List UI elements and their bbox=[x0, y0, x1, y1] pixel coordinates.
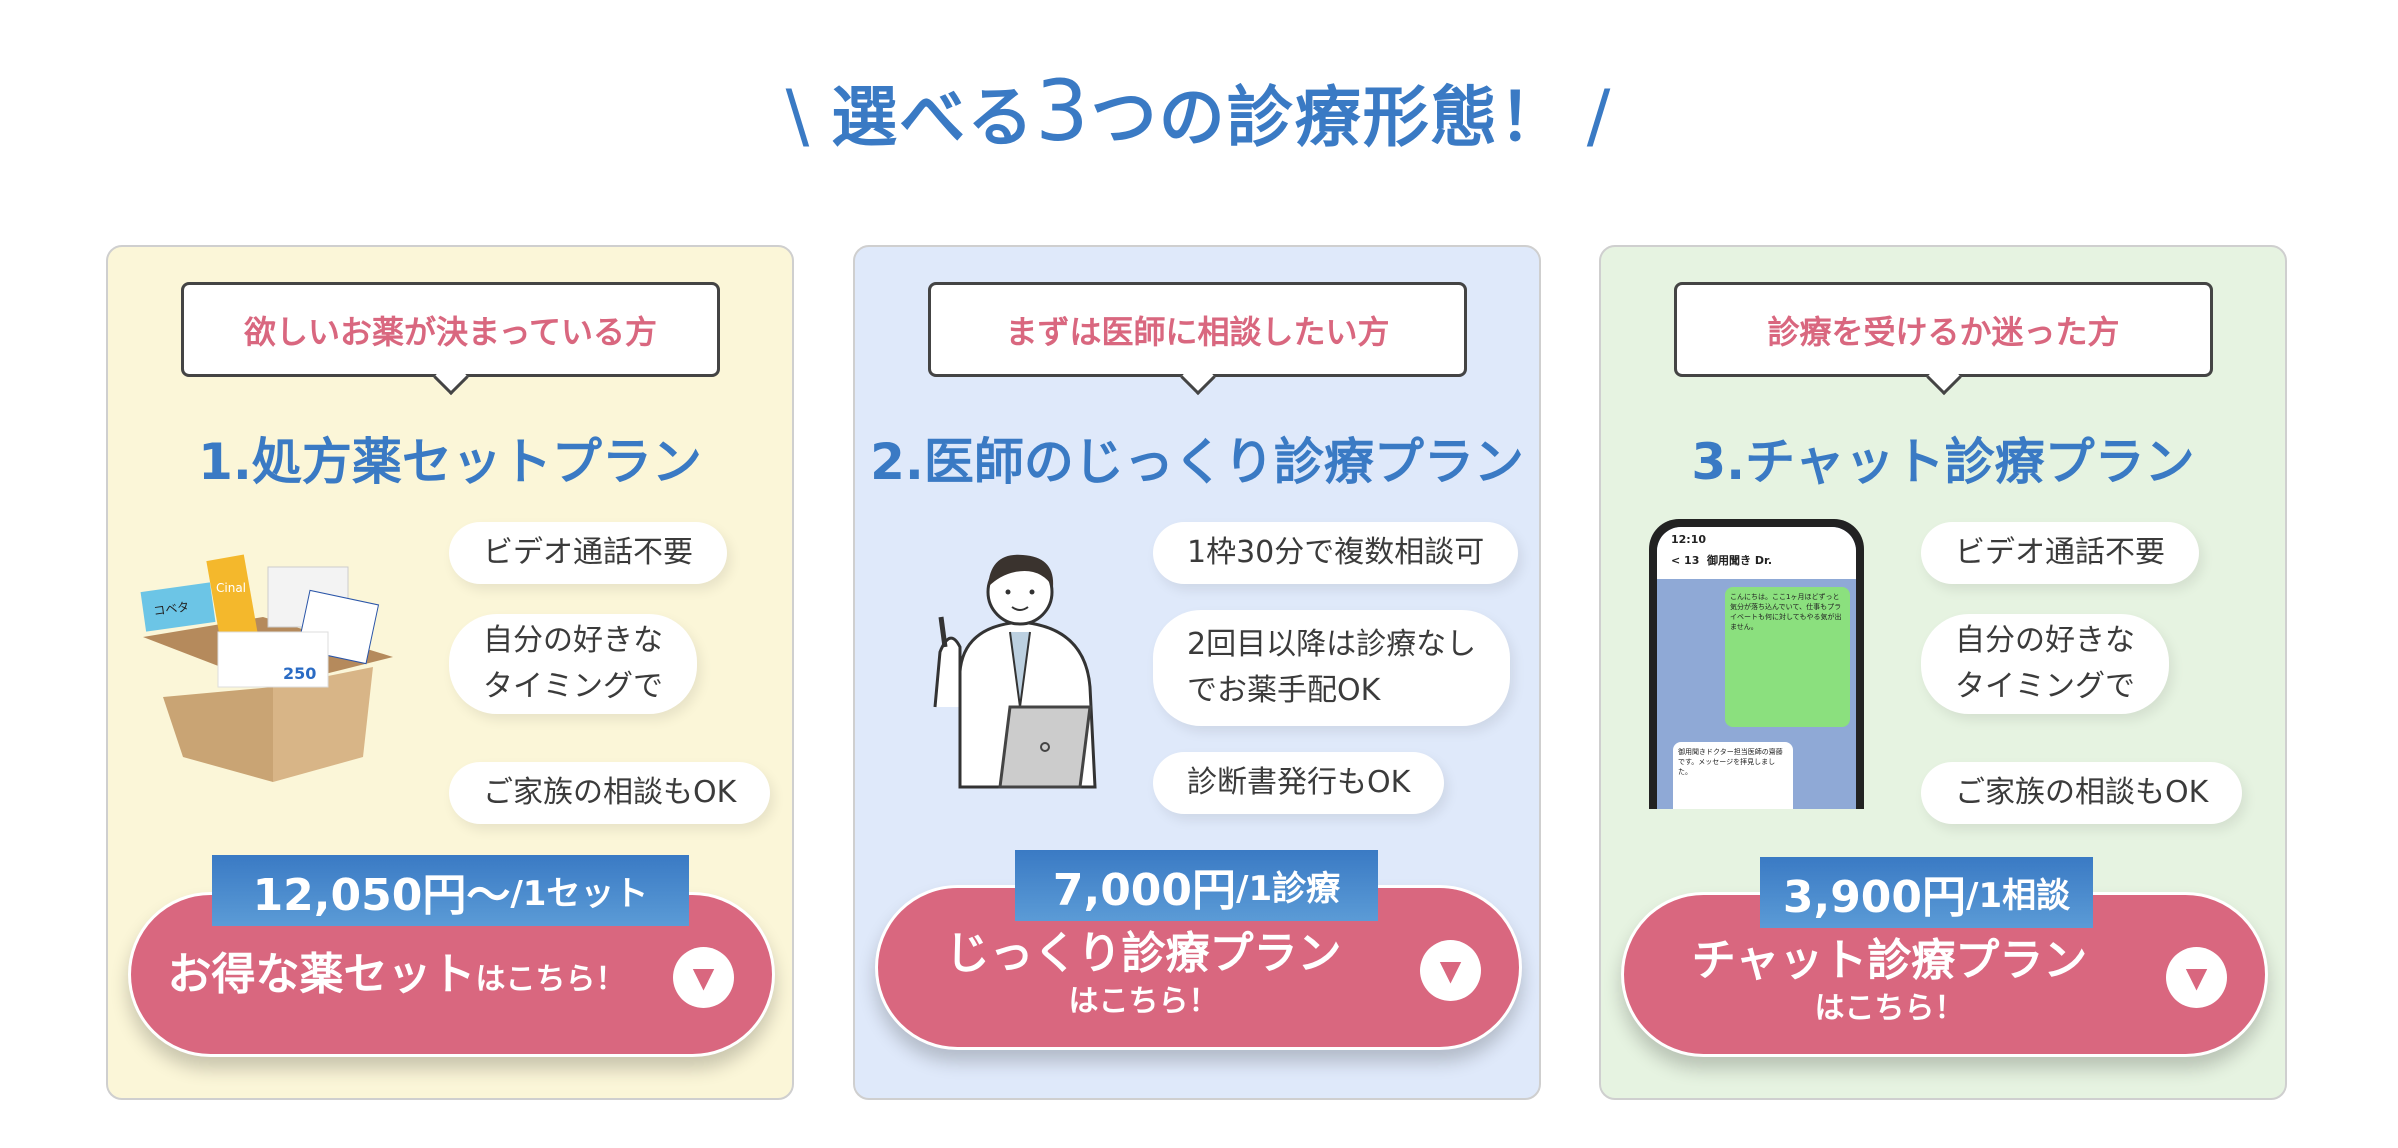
page-title: \選べる3つの診療形態！/ bbox=[0, 62, 2398, 160]
plan-card-doctor-consultation: まずは医師に相談したい方 2.医師のじっくり診療プラン 1枠30分で複数相談可 … bbox=[853, 245, 1541, 1100]
feature-pill: 診断書発行もOK bbox=[1153, 752, 1445, 814]
price-unit: /1セット bbox=[510, 874, 649, 914]
back-icon: < 13 bbox=[1671, 554, 1700, 567]
box-label: 250 bbox=[283, 664, 316, 683]
phone-time: 12:10 bbox=[1671, 533, 1707, 546]
slash-decoration: \ bbox=[785, 75, 812, 157]
target-speech-bubble: 診療を受けるか迷った方 bbox=[1674, 282, 2213, 377]
plan-title: 3.チャット診療プラン bbox=[1691, 433, 2195, 491]
target-speech-bubble: 欲しいお薬が決まっている方 bbox=[181, 282, 720, 377]
title-number: 3 bbox=[1035, 62, 1091, 160]
user-message: こんにちは。ここ1ヶ月ほどずっと気分が落ち込んでいて、仕事もプライベートも何に対… bbox=[1725, 587, 1850, 727]
price-label: 7,000円/1診療 bbox=[1015, 850, 1378, 921]
chat-contact-name: 御用聞き Dr. bbox=[1707, 554, 1773, 567]
price-label: 3,900円/1相談 bbox=[1760, 857, 2093, 928]
plan-title: 1.処方薬セットプラン bbox=[198, 433, 702, 491]
doctor-illustration bbox=[933, 554, 1097, 789]
slash-decoration: / bbox=[1586, 75, 1613, 157]
box-label: コベタ bbox=[152, 600, 190, 619]
price-value: 7,000円 bbox=[1052, 864, 1237, 916]
feature-pill: ご家族の相談もOK bbox=[449, 762, 771, 824]
plan-title: 2.医師のじっくり診療プラン bbox=[870, 433, 1524, 491]
feature-pill: 自分の好きな タイミングで bbox=[449, 614, 697, 714]
triangle-down-icon: ▼ bbox=[1420, 940, 1481, 1001]
box-label: Cinal bbox=[216, 581, 246, 595]
plan-card-prescription-set: 欲しいお薬が決まっている方 1.処方薬セットプラン コベタ Cinal 250 … bbox=[106, 245, 794, 1100]
target-speech-bubble: まずは医師に相談したい方 bbox=[928, 282, 1467, 377]
triangle-down-icon: ▼ bbox=[673, 947, 734, 1008]
cta-sub-label: はこちら！ bbox=[1068, 984, 1219, 1019]
plan-card-chat: 診療を受けるか迷った方 3.チャット診療プラン 12:10 < 13 御用聞き D… bbox=[1599, 245, 2287, 1100]
phone-chat-screenshot: 12:10 < 13 御用聞き Dr. こんにちは。ここ1ヶ月ほどずっと気分が落ち… bbox=[1649, 519, 1864, 809]
price-unit: /1相談 bbox=[1966, 876, 2071, 916]
feature-pill: ビデオ通話不要 bbox=[449, 522, 727, 584]
feature-pill: ビデオ通話不要 bbox=[1921, 522, 2199, 584]
title-text-end: つの診療形態！ bbox=[1090, 79, 1567, 156]
triangle-down-icon: ▼ bbox=[2166, 947, 2227, 1008]
cta-label: お得な薬セット bbox=[167, 949, 476, 1000]
cta-label: チャット診療プラン bbox=[1691, 935, 2088, 986]
title-text: 選べる bbox=[831, 79, 1036, 156]
cta-label: じっくり診療プラン bbox=[945, 928, 1342, 979]
price-value: 3,900円 bbox=[1782, 871, 1967, 923]
feature-pill: 自分の好きな タイミングで bbox=[1921, 614, 2169, 714]
cta-sub-label: はこちら！ bbox=[1814, 991, 1965, 1026]
price-value: 12,050円〜 bbox=[252, 869, 511, 921]
cta-sub-label: はこちら！ bbox=[475, 962, 626, 997]
feature-pill: 2回目以降は診療なし でお薬手配OK bbox=[1153, 610, 1511, 726]
price-unit: /1診療 bbox=[1236, 869, 1341, 909]
feature-pill: 1枠30分で複数相談可 bbox=[1153, 522, 1519, 584]
doctor-message: 御用聞きドクター担当医師の齋藤です。メッセージを拝見しました。 bbox=[1673, 742, 1793, 809]
price-label: 12,050円〜/1セット bbox=[212, 855, 689, 926]
feature-pill: ご家族の相談もOK bbox=[1921, 762, 2243, 824]
medicine-box-image: コベタ Cinal 250 bbox=[140, 554, 393, 782]
